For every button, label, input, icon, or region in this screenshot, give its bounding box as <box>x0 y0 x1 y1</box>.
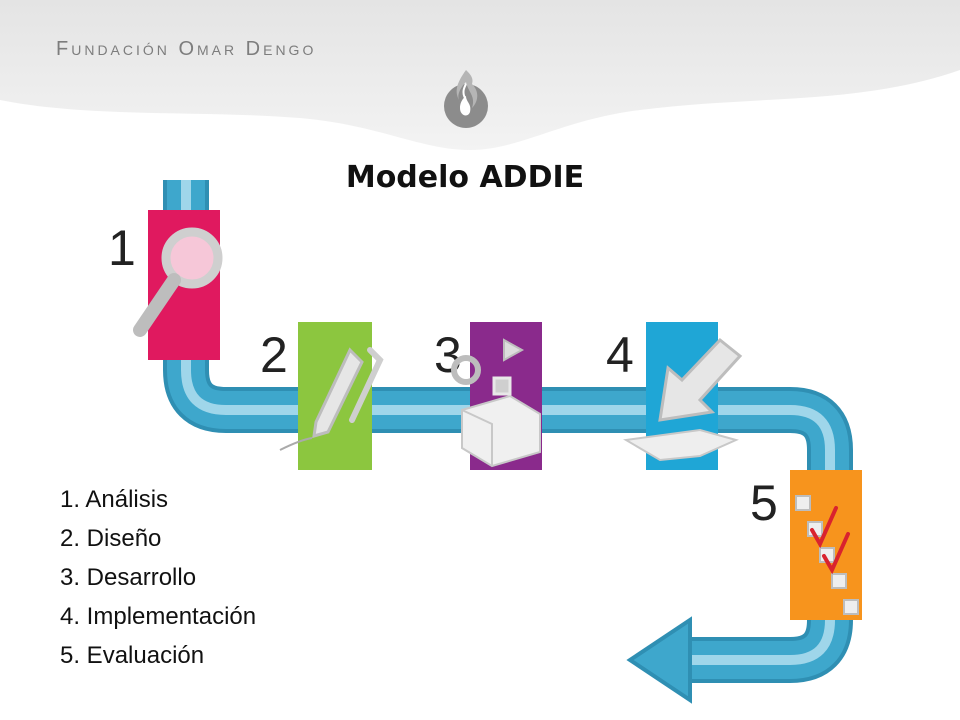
steps-list: 1. Análisis 2. Diseño 3. Desarrollo 4. I… <box>60 480 256 675</box>
step-number-1: 1 <box>108 220 136 276</box>
step-number-4: 4 <box>606 327 634 383</box>
pipe-arrow-icon <box>626 616 692 704</box>
page-title: Modelo ADDIE <box>345 160 585 195</box>
list-item: 1. Análisis <box>60 486 169 513</box>
step-card-evaluation <box>790 470 862 620</box>
list-item: 3. Desarrollo <box>60 564 197 591</box>
list-item: 4. Implementación <box>60 603 257 630</box>
checklist-icon <box>795 495 859 615</box>
pencil-icon <box>279 347 384 451</box>
magnifier-icon <box>133 227 223 337</box>
list-item: 2. Diseño <box>60 525 162 552</box>
step-number-5: 5 <box>750 475 778 531</box>
down-arrow-icon <box>623 337 743 462</box>
brand-name: Fundación Omar Dengo <box>56 38 317 60</box>
box-shapes-icon <box>451 338 541 468</box>
flame-logo-icon <box>444 70 488 128</box>
header-band <box>0 0 960 150</box>
step-number-2: 2 <box>260 327 288 383</box>
list-item: 5. Evaluación <box>60 642 205 669</box>
